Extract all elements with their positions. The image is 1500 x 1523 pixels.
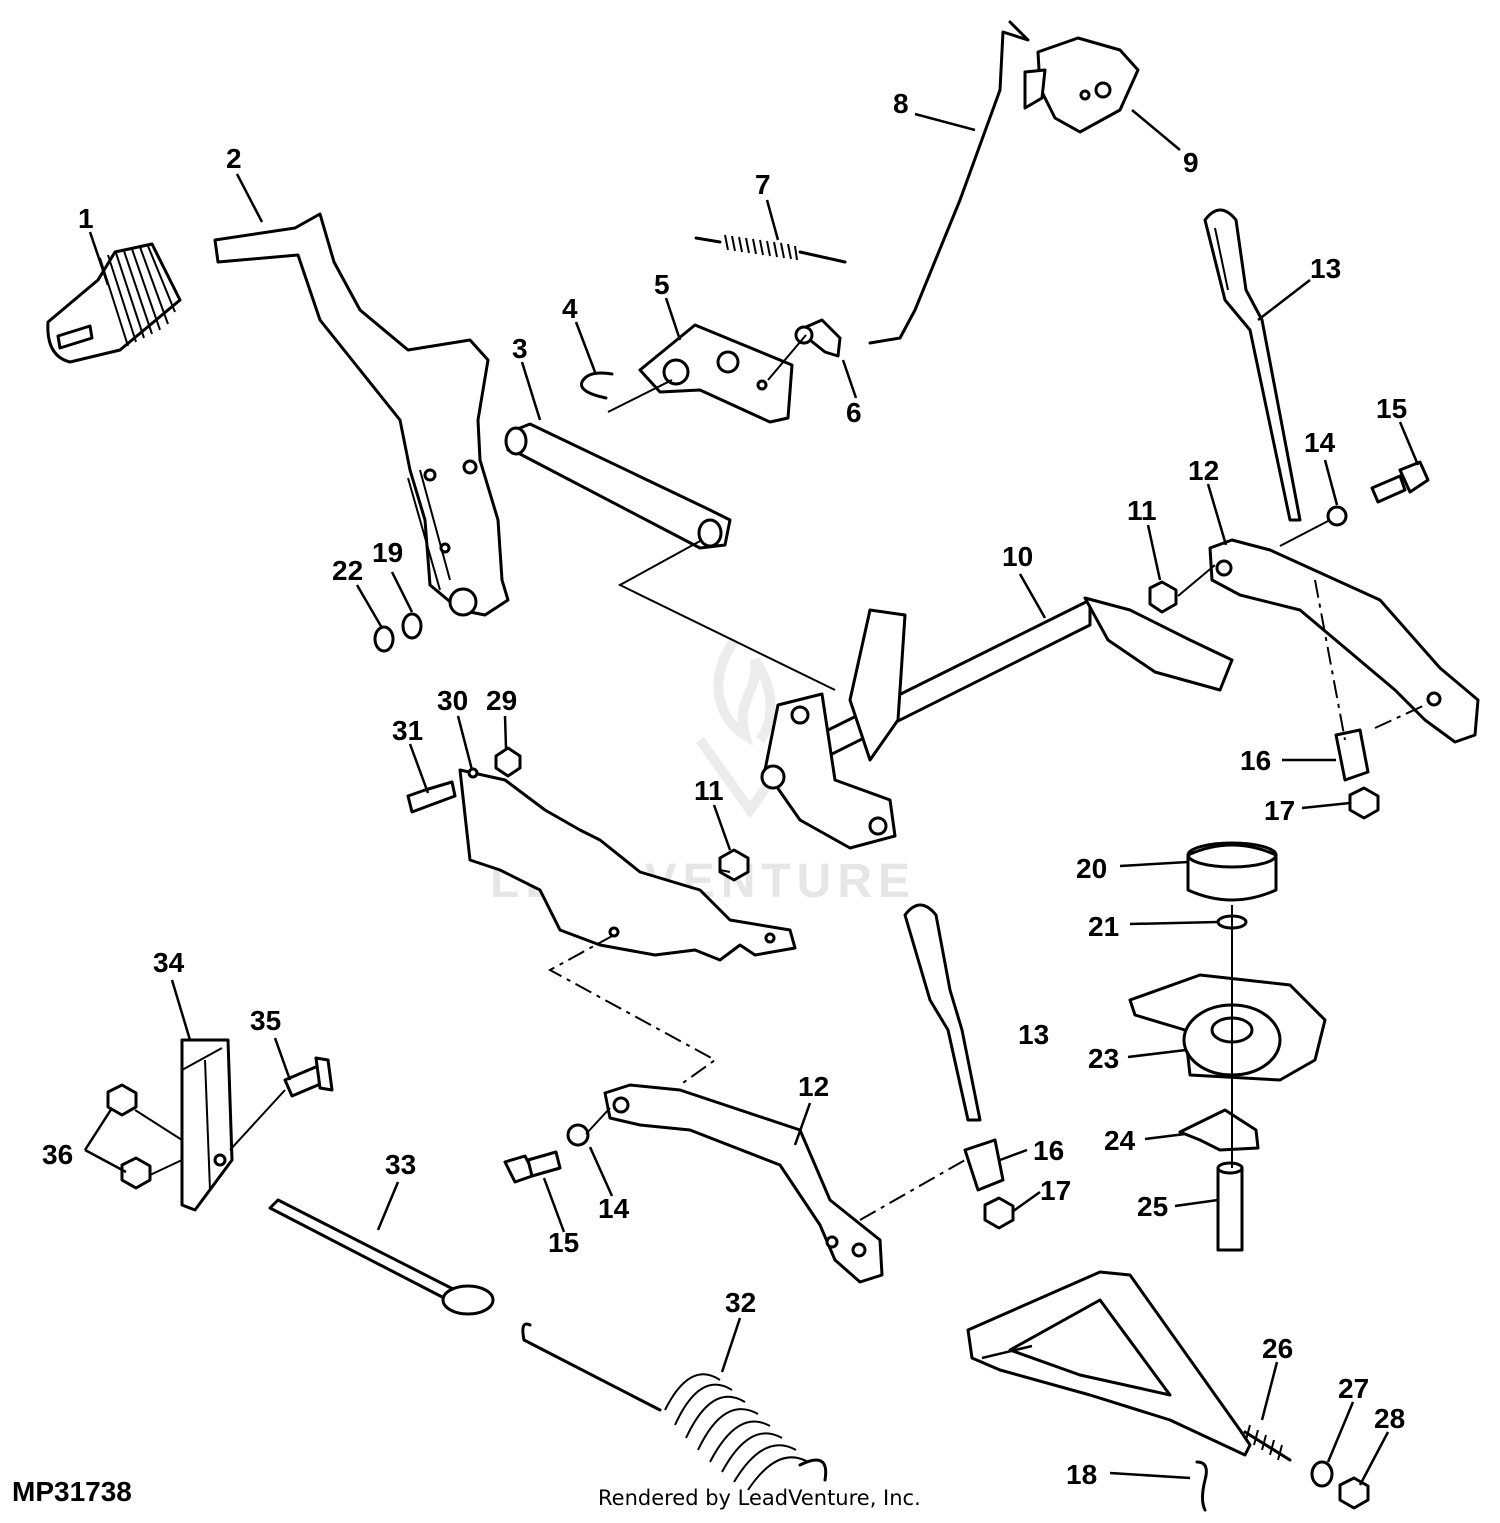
part-small-spring [694,234,847,264]
part-e-clip [580,371,614,400]
part-knob [1023,36,1140,134]
callout-35: 35 [250,1005,281,1036]
callout-29: 29 [486,685,517,716]
part-nut-17-upper [1348,786,1380,820]
callout-12-upper: 12 [1188,455,1219,486]
callout-1: 1 [78,203,94,234]
part-height-dial [1128,973,1327,1082]
credit-text: Rendered by LeadVenture, Inc. [598,1486,921,1510]
part-large-spring [521,1322,828,1491]
callout-16-upper: 16 [1240,745,1271,776]
callout-3: 3 [512,333,528,364]
assembly-line-swivel-lower [859,1159,966,1221]
part-mount-bracket [458,767,797,962]
callout-20: 20 [1076,853,1107,884]
callout-18: 18 [1066,1459,1097,1490]
callout-9: 9 [1183,147,1199,178]
assembly-line-swivel-upper [1314,579,1426,741]
callout-7: 7 [755,169,771,200]
leader-lines [83,109,1420,1486]
part-cotter-pin [1195,1460,1208,1512]
part-brake-rod [268,1198,495,1316]
callout-26: 26 [1262,1333,1293,1364]
assembly-line-bracket [547,934,717,1086]
part-washer-19 [401,612,423,640]
part-lift-link-upper [1208,538,1480,744]
part-swivel-16-lower [963,1138,1005,1192]
part-grip [46,242,182,364]
part-bolt-15-lower [503,1150,562,1184]
callout-32: 32 [725,1287,756,1318]
part-nut-29 [494,746,522,778]
callout-14-upper: 14 [1304,427,1336,458]
callout-15-lower: 15 [548,1227,579,1258]
part-link-rod-lower [903,903,982,1122]
callout-31: 31 [392,715,423,746]
part-pin [1216,1161,1244,1252]
part-washer-27 [1310,1460,1334,1488]
part-nut-11-upper [1148,580,1178,614]
part-link-rod-upper [1203,208,1302,522]
callout-10: 10 [1002,541,1033,572]
part-nut-28 [1338,1476,1370,1510]
part-cap [1186,841,1278,902]
callout-22: 22 [332,555,363,586]
part-lift-link-lower [603,1083,884,1284]
part-nut-36-lower [120,1156,152,1190]
part-pivot [794,318,842,358]
part-nut-17-lower [983,1196,1015,1230]
callout-16-lower: 16 [1033,1135,1064,1166]
part-nut-11-lower [718,848,750,882]
callout-27: 27 [1338,1373,1369,1404]
assembly-line-eclip [607,379,673,413]
callout-13-lower: 13 [1018,1019,1049,1050]
callout-23: 23 [1088,1043,1119,1074]
callout-4: 4 [562,293,578,324]
callout-17-upper: 17 [1264,795,1295,826]
callout-19: 19 [372,537,403,568]
assembly-line-pedal [134,1089,286,1176]
callout-34: 34 [153,947,185,978]
callout-24: 24 [1104,1125,1136,1156]
part-swivel-16-upper [1334,728,1370,782]
part-bracket [638,323,794,424]
callout-11-upper: 11 [1127,495,1157,526]
assembly-line-link-lower [585,869,731,1135]
callout-14-lower: 14 [598,1193,630,1224]
callout-11-lower: 11 [694,775,724,806]
callout-36: 36 [42,1139,73,1170]
part-bolt-15-upper [1370,460,1430,504]
part-retainer-22 [373,625,395,653]
part-shaft [504,422,732,550]
part-pedal-link [966,1270,1292,1462]
assembly-line-pivot [767,334,807,381]
callout-15-upper: 15 [1376,393,1407,424]
part-washer-14-upper [1326,505,1348,527]
callout-25: 25 [1137,1191,1168,1222]
callout-28: 28 [1374,1403,1405,1434]
part-nut-36-upper [106,1083,138,1117]
callout-6: 6 [846,397,862,428]
part-rod [868,20,1030,345]
part-rock-shaft [760,596,1234,850]
callout-17-lower: 17 [1040,1175,1071,1206]
part-dial-bracket [1178,1108,1260,1152]
callout-33: 33 [385,1149,416,1180]
part-pedal-bracket [180,1038,234,1212]
callout-21: 21 [1088,911,1119,942]
assembly-line-link-upper [1177,519,1331,597]
callout-12-lower: 12 [798,1071,829,1102]
part-lift-lever [213,212,510,617]
assembly-line-shaft [617,539,836,691]
callout-30: 30 [437,685,468,716]
callout-5: 5 [654,269,670,300]
callout-2: 2 [226,143,242,174]
part-bolt-31 [406,780,457,814]
figure-id: MP31738 [12,1476,132,1507]
part-washer-14-lower [566,1123,590,1147]
callout-13-upper: 13 [1310,253,1341,284]
part-clevis-pin [283,1056,334,1098]
callout-8: 8 [893,88,909,119]
